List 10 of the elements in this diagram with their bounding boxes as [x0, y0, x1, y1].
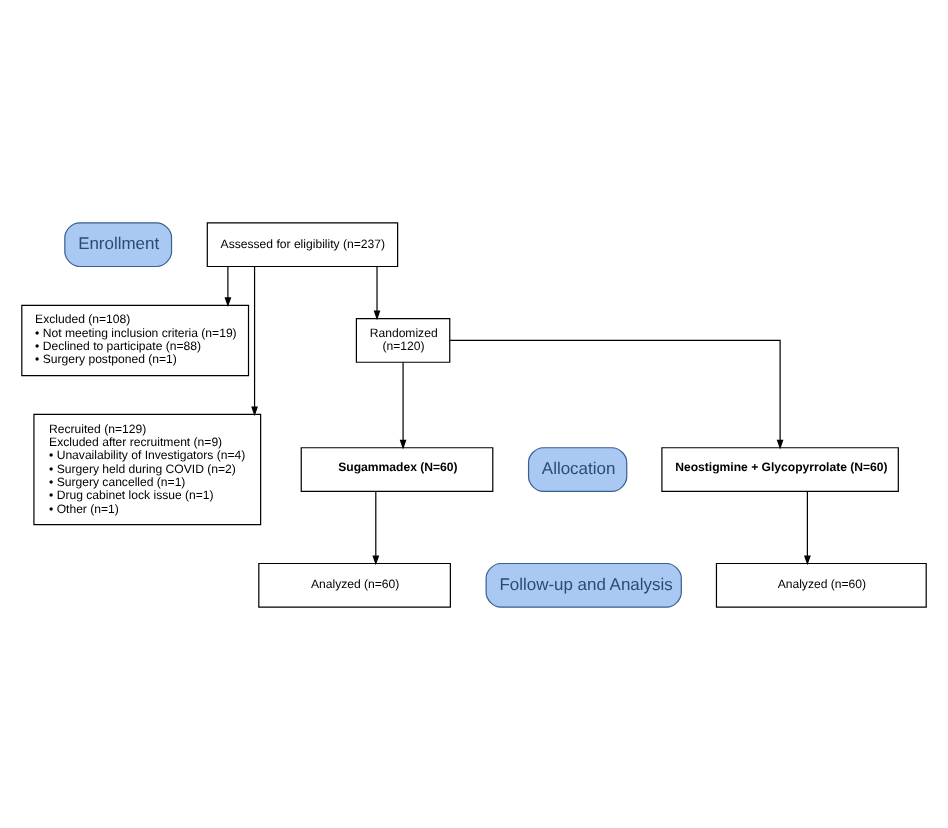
arrow [372, 490, 380, 565]
arrow [399, 360, 407, 449]
node-box: Enrollment [64, 221, 173, 267]
arrow [251, 265, 258, 416]
node-box: Follow-up and Analysis [485, 561, 682, 607]
arrow [373, 265, 381, 320]
arrow [804, 490, 811, 565]
arrow [449, 338, 784, 449]
arrow [224, 265, 232, 307]
node-box: Allocation [527, 446, 628, 491]
